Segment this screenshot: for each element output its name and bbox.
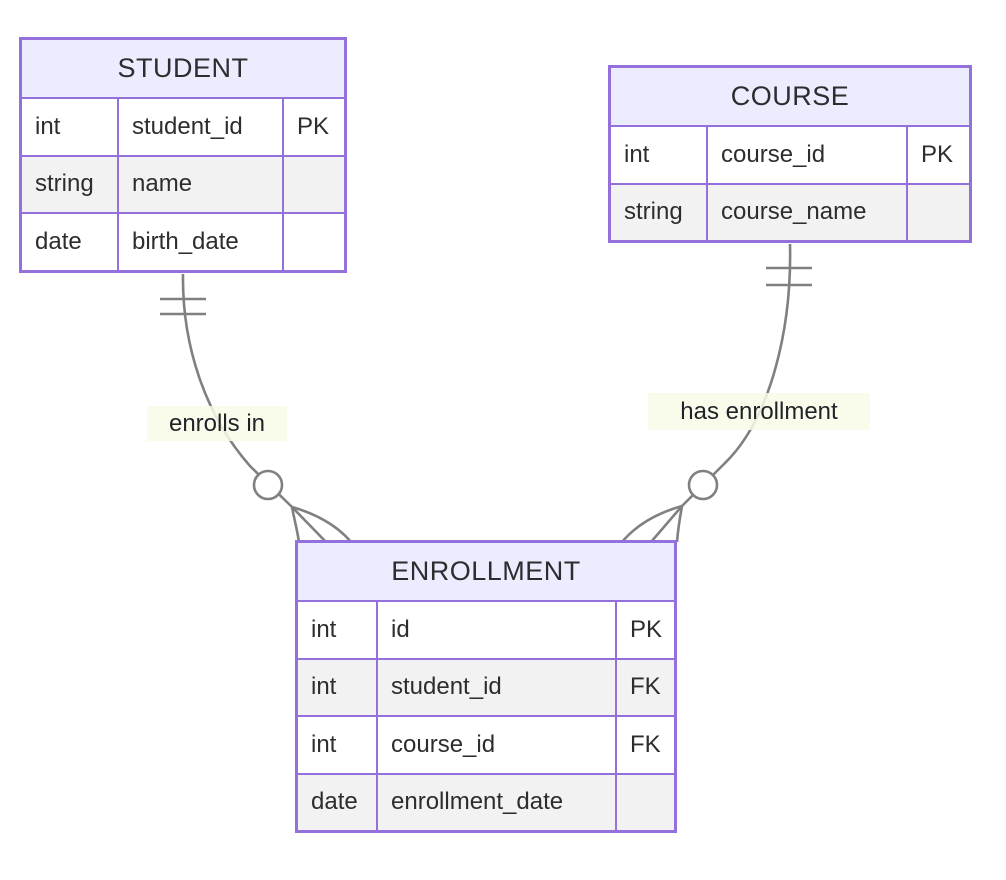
- attribute-type-cell: date: [298, 774, 378, 830]
- relationship-label-enrolls-in: enrolls in: [147, 406, 287, 441]
- attribute-row: int id PK: [298, 602, 674, 660]
- zero-or-many-cardinality-marker-enrollment-right: [621, 469, 719, 543]
- zero-or-many-cardinality-marker-enrollment-left: [252, 469, 352, 543]
- attribute-key-cell: FK: [630, 673, 661, 701]
- attribute-row: int course_id PK: [611, 127, 969, 185]
- attribute-type-cell: int: [611, 127, 708, 183]
- relationship-label-has-enrollment: has enrollment: [648, 393, 870, 430]
- attribute-type-cell: int: [298, 602, 378, 658]
- attribute-row: int student_id PK: [22, 99, 344, 157]
- entity-enrollment-attributes: int id PK int student_id FK int course_i…: [298, 602, 674, 830]
- attribute-type-cell: string: [611, 184, 708, 240]
- attribute-row: date enrollment_date: [298, 774, 674, 831]
- attribute-row: int course_id FK: [298, 717, 674, 775]
- attribute-row: date birth_date: [22, 214, 344, 270]
- entity-student-attributes: int student_id PK string name date birth…: [22, 99, 344, 270]
- attribute-name-cell: id: [378, 602, 617, 658]
- entity-student-title: STUDENT: [22, 40, 344, 99]
- attribute-name-cell: course_id: [708, 127, 908, 183]
- attribute-row: int student_id FK: [298, 659, 674, 717]
- attribute-name-cell: enrollment_date: [378, 774, 617, 830]
- entity-enrollment-table: ENROLLMENT int id PK int student_id FK i…: [295, 540, 677, 833]
- attribute-type-cell: date: [22, 214, 119, 270]
- attribute-name-cell: course_name: [708, 184, 908, 240]
- attribute-name-cell: name: [119, 156, 284, 212]
- one-cardinality-marker-course: [766, 266, 812, 287]
- attribute-row: string name: [22, 156, 344, 214]
- entity-student-table: STUDENT int student_id PK string name da…: [19, 37, 347, 273]
- relationship-line-course-enrollment: [681, 243, 792, 507]
- relationship-student-enrollment: [160, 273, 352, 543]
- attribute-type-cell: string: [22, 156, 119, 212]
- entity-course-attributes: int course_id PK string course_name: [611, 127, 969, 240]
- attribute-type-cell: int: [298, 717, 378, 773]
- attribute-name-cell: birth_date: [119, 214, 284, 270]
- one-cardinality-marker-student: [160, 297, 206, 316]
- entity-enrollment-title: ENROLLMENT: [298, 543, 674, 602]
- attribute-key-cell: PK: [297, 112, 330, 140]
- relationship-course-enrollment: [621, 243, 812, 543]
- attribute-key-cell: FK: [630, 730, 661, 758]
- attribute-name-cell: course_id: [378, 717, 617, 773]
- attribute-key-cell: [908, 185, 969, 241]
- entity-course-title: COURSE: [611, 68, 969, 127]
- attribute-type-cell: int: [298, 659, 378, 715]
- attribute-name-cell: student_id: [119, 99, 284, 155]
- attribute-key-cell: [617, 775, 674, 831]
- attribute-key-cell: [284, 157, 344, 213]
- attribute-key-cell: PK: [630, 615, 663, 643]
- attribute-key-cell: [284, 214, 344, 270]
- attribute-key-cell: PK: [921, 140, 954, 168]
- entity-course-table: COURSE int course_id PK string course_na…: [608, 65, 972, 243]
- attribute-row: string course_name: [611, 184, 969, 241]
- attribute-name-cell: student_id: [378, 659, 617, 715]
- relationship-line-student-enrollment: [181, 273, 293, 508]
- attribute-type-cell: int: [22, 99, 119, 155]
